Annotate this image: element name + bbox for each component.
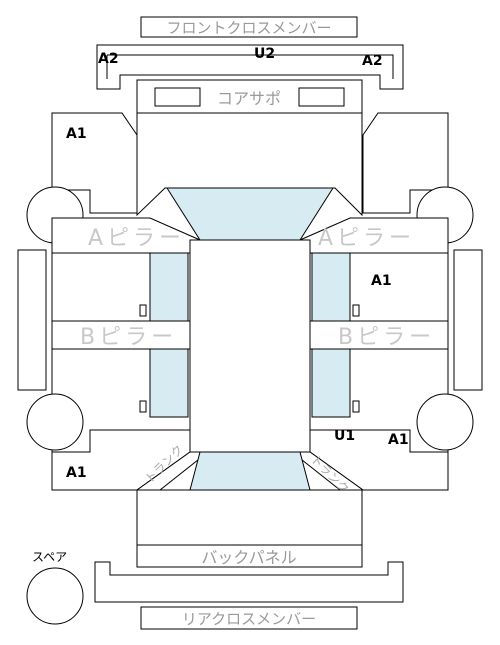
right-rear-door-handle (352, 400, 360, 413)
front-bumper-inner-line (107, 54, 394, 79)
spare-tire: スペア (26, 550, 84, 625)
left-rear-door-handle (139, 400, 147, 413)
right-rocker-panel (453, 249, 483, 391)
front-bumper-bracket (96, 44, 404, 90)
spare-wheel (26, 567, 84, 625)
core-support: コアサポ (136, 79, 363, 114)
left-front-door-glass (149, 252, 189, 322)
a-pillar-right: Aピラー (299, 217, 449, 254)
rear-left-quarter (51, 429, 191, 491)
code-a1-right-mid: A1 (371, 273, 392, 289)
a-pillar-left: Aピラー (51, 217, 201, 254)
rear-cross-member-label: リアクロスメンバー (182, 610, 316, 628)
rear-right-quarter (309, 429, 449, 491)
spare-label: スペア (32, 550, 67, 564)
core-support-left-box (154, 87, 201, 107)
core-support-right-box (298, 87, 345, 107)
back-panel: バックパネル (136, 544, 363, 568)
back-panel-label: バックパネル (201, 548, 296, 567)
b-pillar-left-label: Bピラー (80, 325, 177, 350)
rear-right-wheel (416, 393, 474, 451)
engine-bay (136, 112, 363, 217)
front-cross-member: フロントクロスメンバー (140, 16, 358, 38)
code-a1-rear-left: A1 (66, 465, 87, 481)
rear-bumper-bracket (94, 561, 404, 603)
right-front-door-glass (311, 252, 351, 322)
b-pillar-right: Bピラー (309, 320, 449, 350)
right-front-door-handle (352, 304, 360, 317)
core-support-label: コアサポ (217, 89, 281, 108)
windshield (166, 187, 334, 241)
b-pillar-left: Bピラー (51, 320, 191, 350)
code-u1-right: U1 (334, 428, 355, 444)
a-pillar-left-label: Aピラー (88, 226, 185, 251)
code-u2-front: U2 (254, 46, 275, 62)
code-a2-left: A2 (98, 51, 119, 67)
code-a1-front-left: A1 (66, 126, 87, 142)
code-a1-right-rear: A1 (388, 432, 409, 448)
rear-left-wheel (26, 393, 84, 451)
rear-window (189, 451, 311, 491)
front-cross-member-label: フロントクロスメンバー (166, 19, 331, 37)
left-front-door-handle (139, 304, 147, 317)
left-rear-door-glass (149, 348, 189, 418)
b-pillar-right-label: Bピラー (338, 325, 435, 350)
right-rear-door-glass (311, 348, 351, 418)
left-rocker-panel (17, 249, 47, 391)
rear-cross-member: リアクロスメンバー (140, 606, 358, 630)
a-pillar-right-label: Aピラー (318, 226, 415, 251)
trunk-floor (136, 489, 363, 546)
roof (189, 239, 311, 453)
code-a2-right: A2 (362, 53, 383, 69)
